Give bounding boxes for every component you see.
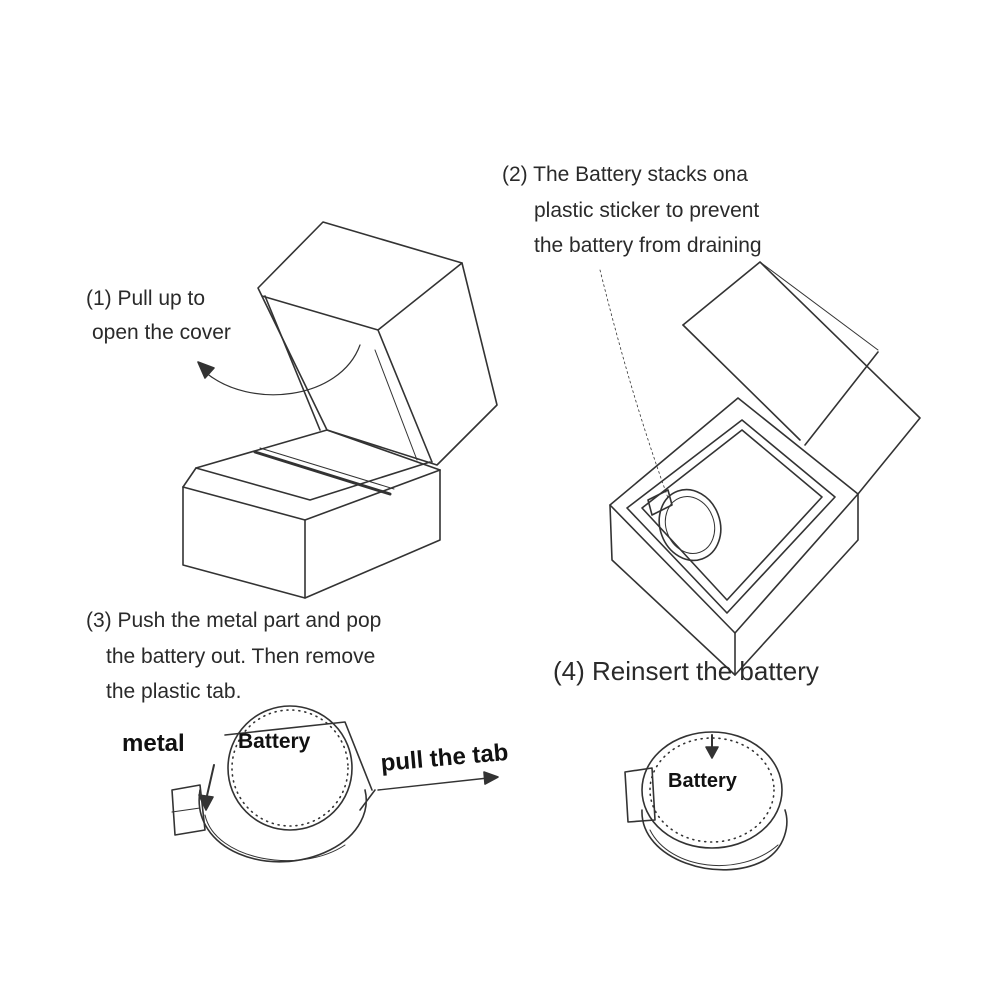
label-battery-2: Battery [668, 770, 737, 792]
ring-box-open-front [182, 221, 498, 599]
battery-holder-remove [171, 705, 499, 863]
step-2-line-1: (2) The Battery stacks ona [502, 163, 748, 186]
step-3-line-3: the plastic tab. [106, 680, 242, 703]
label-battery-1: Battery [238, 730, 311, 753]
battery-holder-reinsert [624, 731, 788, 871]
step-1-line-2: open the cover [92, 321, 231, 344]
ring-box-open-top [599, 261, 921, 676]
step-4-title: (4) Reinsert the battery [553, 656, 819, 686]
step-3-line-2: the battery out. Then remove [106, 645, 376, 668]
step-2-line-3: the battery from draining [534, 234, 762, 257]
step-3-line-1: (3) Push the metal part and pop [86, 609, 382, 632]
step-1-line-1: (1) Pull up to [86, 287, 206, 310]
label-metal: metal [122, 730, 185, 757]
step-2-line-2: plastic sticker to prevent [534, 199, 760, 222]
